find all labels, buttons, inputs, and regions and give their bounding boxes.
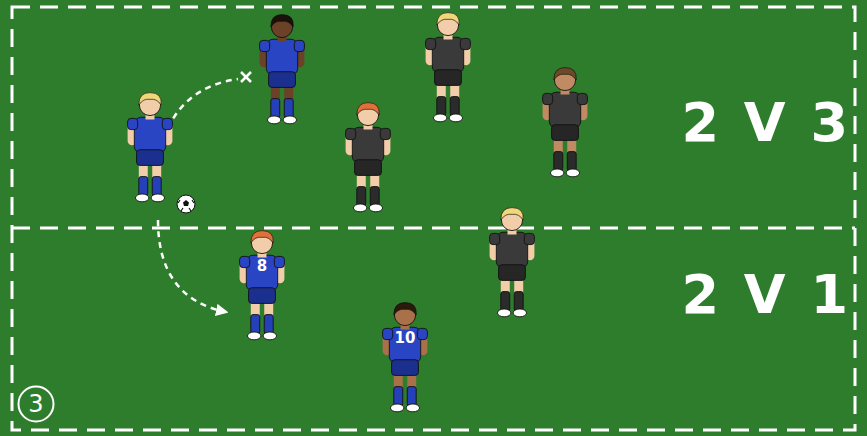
zone-divider (12, 227, 855, 230)
black-player (426, 13, 471, 122)
blue-player (128, 93, 173, 202)
pitch-border (12, 7, 855, 430)
shirt-number: 8 (257, 259, 267, 274)
circle-outline-shape (19, 387, 54, 422)
black-player (543, 68, 588, 177)
zone-ratio: 2 V 3 (681, 96, 851, 150)
blue-player (240, 231, 285, 340)
pass-line (168, 79, 238, 128)
black-player (346, 103, 391, 212)
pass-arrow (158, 220, 226, 312)
step-number: 3 (28, 392, 43, 416)
blue-player (383, 303, 428, 412)
shirt-number: 10 (395, 331, 416, 346)
blue-player (260, 15, 305, 124)
blocked-mark (241, 72, 251, 82)
football (177, 195, 195, 213)
zone-ratio: 2 V 1 (681, 268, 851, 322)
step-number-circle: 3 (17, 385, 55, 423)
black-player (490, 208, 535, 317)
